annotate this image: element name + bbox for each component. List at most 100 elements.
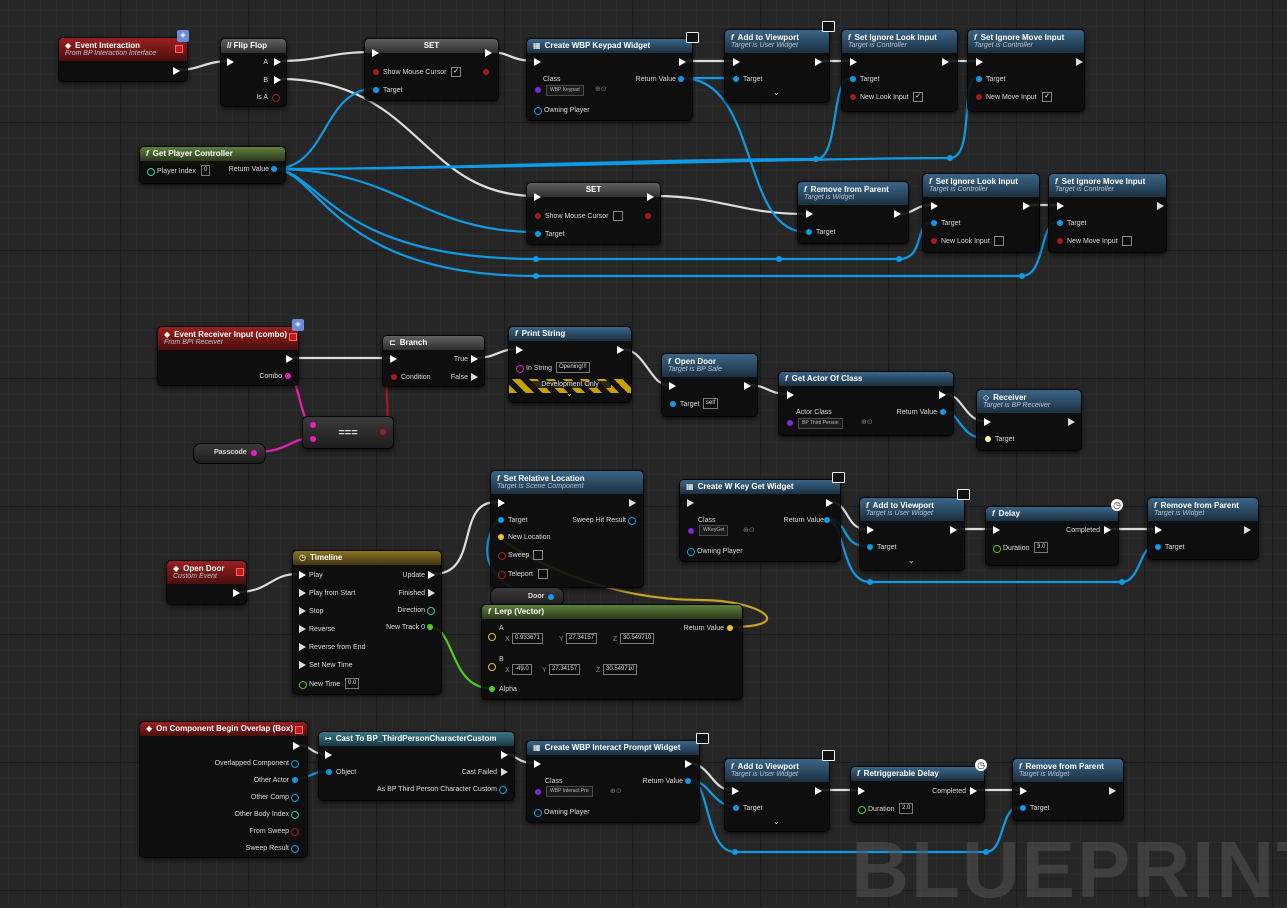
delegate-pin[interactable] xyxy=(295,726,303,734)
duration-pin[interactable] xyxy=(858,806,866,814)
sweep-result-pin[interactable] xyxy=(291,845,299,853)
return-value-pin[interactable] xyxy=(271,166,277,172)
create-interact-prompt-widget-node[interactable]: ▦Create WBP Interact Prompt Widget Class… xyxy=(526,740,700,823)
class-dropdown[interactable]: WBP Keypad xyxy=(546,85,584,96)
is-a-pin[interactable] xyxy=(272,94,280,102)
exec-completed-pin[interactable] xyxy=(970,787,977,795)
exec-play-pin[interactable] xyxy=(299,571,306,579)
timeline-node[interactable]: ◷Timeline Play Play from Start Stop Reve… xyxy=(292,550,442,695)
object-pin[interactable] xyxy=(326,769,332,775)
exec-in-pin[interactable] xyxy=(787,391,794,399)
exec-out-pin[interactable] xyxy=(233,589,240,597)
bool-in-pin[interactable] xyxy=(535,213,541,219)
exec-stop-pin[interactable] xyxy=(299,607,306,615)
target-pin[interactable] xyxy=(535,231,541,237)
target-pin[interactable] xyxy=(976,76,982,82)
condition-pin[interactable] xyxy=(391,374,397,380)
return-value-pin[interactable] xyxy=(678,76,684,82)
owning-player-pin[interactable] xyxy=(534,107,542,115)
exec-in-pin[interactable] xyxy=(1020,787,1027,795)
expand-chevron-icon[interactable]: ⌄ xyxy=(773,88,780,97)
b-y-input[interactable]: 27.34157 xyxy=(549,664,581,675)
flip-flop-node[interactable]: // Flip Flop A B Is A xyxy=(220,38,287,107)
bool-pin[interactable] xyxy=(1057,238,1063,244)
exec-out-pin[interactable] xyxy=(485,49,492,57)
bool-out-pin[interactable] xyxy=(483,69,489,75)
new-move-input-checkbox[interactable]: ✓ xyxy=(1042,92,1052,102)
a-y-input[interactable]: 27.34157 xyxy=(566,633,598,644)
return-value-pin[interactable] xyxy=(940,409,946,415)
a-pin[interactable] xyxy=(488,633,496,641)
exec-out-pin[interactable] xyxy=(173,67,180,75)
player-index-pin[interactable] xyxy=(147,168,155,176)
target-pin[interactable] xyxy=(733,805,739,811)
show-cursor-checkbox[interactable]: ✓ xyxy=(451,67,461,77)
b-pin[interactable] xyxy=(488,663,496,671)
delegate-pin[interactable] xyxy=(175,45,183,53)
duration-pin[interactable] xyxy=(993,545,1001,553)
target-pin[interactable] xyxy=(1155,544,1161,550)
exec-in-pin[interactable] xyxy=(687,499,694,507)
class-dropdown[interactable]: WBP Interact Pro xyxy=(546,786,593,797)
exec-out-pin[interactable] xyxy=(293,742,300,750)
set-cursor-node-1[interactable]: SET Show Mouse Cursor ✓ Target xyxy=(364,38,499,101)
in-string-input[interactable]: Opening!!! xyxy=(556,362,590,373)
return-value-pin[interactable] xyxy=(727,625,733,631)
target-input[interactable]: self xyxy=(703,398,719,409)
target-pin[interactable] xyxy=(498,517,504,523)
exec-in-pin[interactable] xyxy=(669,382,676,390)
expand-chevron-icon[interactable]: ⌄ xyxy=(908,556,915,565)
exec-reverse-end-pin[interactable] xyxy=(299,643,306,651)
exec-completed-pin[interactable] xyxy=(1104,526,1111,534)
target-pin[interactable] xyxy=(670,401,676,407)
browse-icons[interactable]: ⊕⊙ xyxy=(743,527,755,534)
target-pin[interactable] xyxy=(867,544,873,550)
delegate-pin[interactable] xyxy=(289,333,297,341)
exec-in-pin[interactable] xyxy=(984,418,991,426)
exec-finished-pin[interactable] xyxy=(428,589,435,597)
target-pin[interactable] xyxy=(1057,220,1063,226)
exec-in-pin[interactable] xyxy=(390,355,397,363)
exec-out-pin[interactable] xyxy=(679,58,686,66)
exec-out-pin[interactable] xyxy=(286,355,293,363)
exec-out-pin[interactable] xyxy=(826,499,833,507)
bool-in-pin[interactable] xyxy=(373,69,379,75)
show-cursor-checkbox[interactable] xyxy=(613,211,623,221)
a-z-input[interactable]: 30.549710 xyxy=(620,633,655,644)
direction-pin[interactable] xyxy=(427,607,435,615)
bool-out-pin[interactable] xyxy=(380,429,386,435)
exec-out-pin[interactable] xyxy=(1109,787,1116,795)
exec-reverse-pin[interactable] xyxy=(299,625,306,633)
new-time-pin[interactable] xyxy=(299,681,307,689)
alpha-pin[interactable] xyxy=(489,686,495,692)
target-pin[interactable] xyxy=(931,220,937,226)
new-look-input-checkbox[interactable]: ✓ xyxy=(913,92,923,102)
exec-out-pin[interactable] xyxy=(617,346,624,354)
duration-input[interactable]: 2.0 xyxy=(899,803,914,814)
exec-out-pin[interactable] xyxy=(815,787,822,795)
exec-out-pin[interactable] xyxy=(939,391,946,399)
sweep-hit-result-pin[interactable] xyxy=(628,517,636,525)
actor-class-dropdown[interactable]: BP Third Person xyxy=(798,418,843,429)
new-time-input[interactable]: 0.0 xyxy=(345,678,360,689)
player-index-input[interactable]: 0 xyxy=(201,165,211,176)
exec-in-pin[interactable] xyxy=(325,751,332,759)
b-x-input[interactable]: -49.0 xyxy=(512,664,532,675)
exec-in-pin[interactable] xyxy=(227,58,234,66)
exec-out-pin[interactable] xyxy=(942,58,949,66)
passcode-variable-node[interactable]: Passcode xyxy=(193,443,266,464)
return-value-pin[interactable] xyxy=(824,517,830,523)
new-track-pin[interactable] xyxy=(427,624,433,630)
string-b-pin[interactable] xyxy=(310,436,316,442)
exec-out-b-pin[interactable] xyxy=(274,76,281,84)
